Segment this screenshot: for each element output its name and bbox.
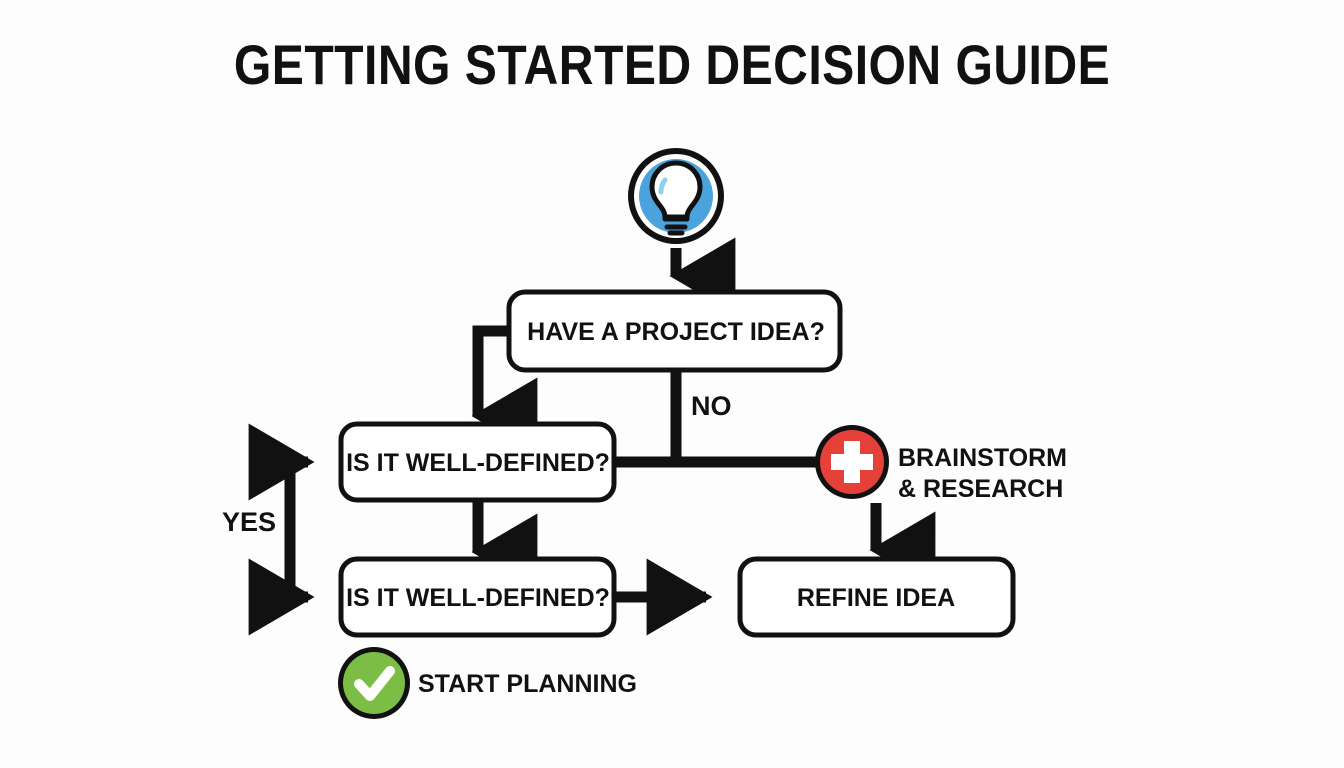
refine-idea-box (737, 556, 1016, 638)
plus-icon (831, 441, 873, 483)
page-title: GETTING STARTED DECISION GUIDE (233, 33, 1111, 96)
node-start-planning[interactable]: START PLANNING (338, 647, 637, 719)
well-defined-2-label: IS IT WELL-DEFINED? (346, 584, 610, 612)
node-have-a-project-idea[interactable]: HAVE A PROJECT IDEA? (506, 289, 843, 373)
well-defined-1-box (338, 421, 617, 503)
node-refine-idea[interactable]: REFINE IDEA (737, 556, 1016, 638)
well-defined-1-label: IS IT WELL-DEFINED? (346, 449, 610, 477)
lightbulb-icon (649, 160, 703, 236)
well-defined-2-box (338, 556, 617, 638)
have-idea-label: HAVE A PROJECT IDEA? (527, 318, 825, 346)
edge-yes-loop (248, 423, 315, 636)
refine-idea-label: REFINE IDEA (797, 584, 955, 612)
check-icon (354, 666, 395, 701)
brainstorm-label-line1: BRAINSTORM (898, 444, 1067, 472)
edge-label-yes: YES (222, 507, 276, 537)
brainstorm-label-line2: & RESEARCH (898, 475, 1063, 503)
start-planning-label: START PLANNING (418, 670, 637, 698)
edge-have-idea-to-well-defined-1 (471, 325, 538, 455)
node-is-it-well-defined-1[interactable]: IS IT WELL-DEFINED? (338, 421, 617, 503)
node-start-lightbulb[interactable] (628, 148, 724, 244)
have-idea-box (506, 289, 843, 373)
node-is-it-well-defined-2[interactable]: IS IT WELL-DEFINED? (338, 556, 617, 638)
node-brainstorm-research[interactable]: BRAINSTORM & RESEARCH (815, 425, 1067, 503)
edge-label-no: NO (691, 391, 732, 421)
